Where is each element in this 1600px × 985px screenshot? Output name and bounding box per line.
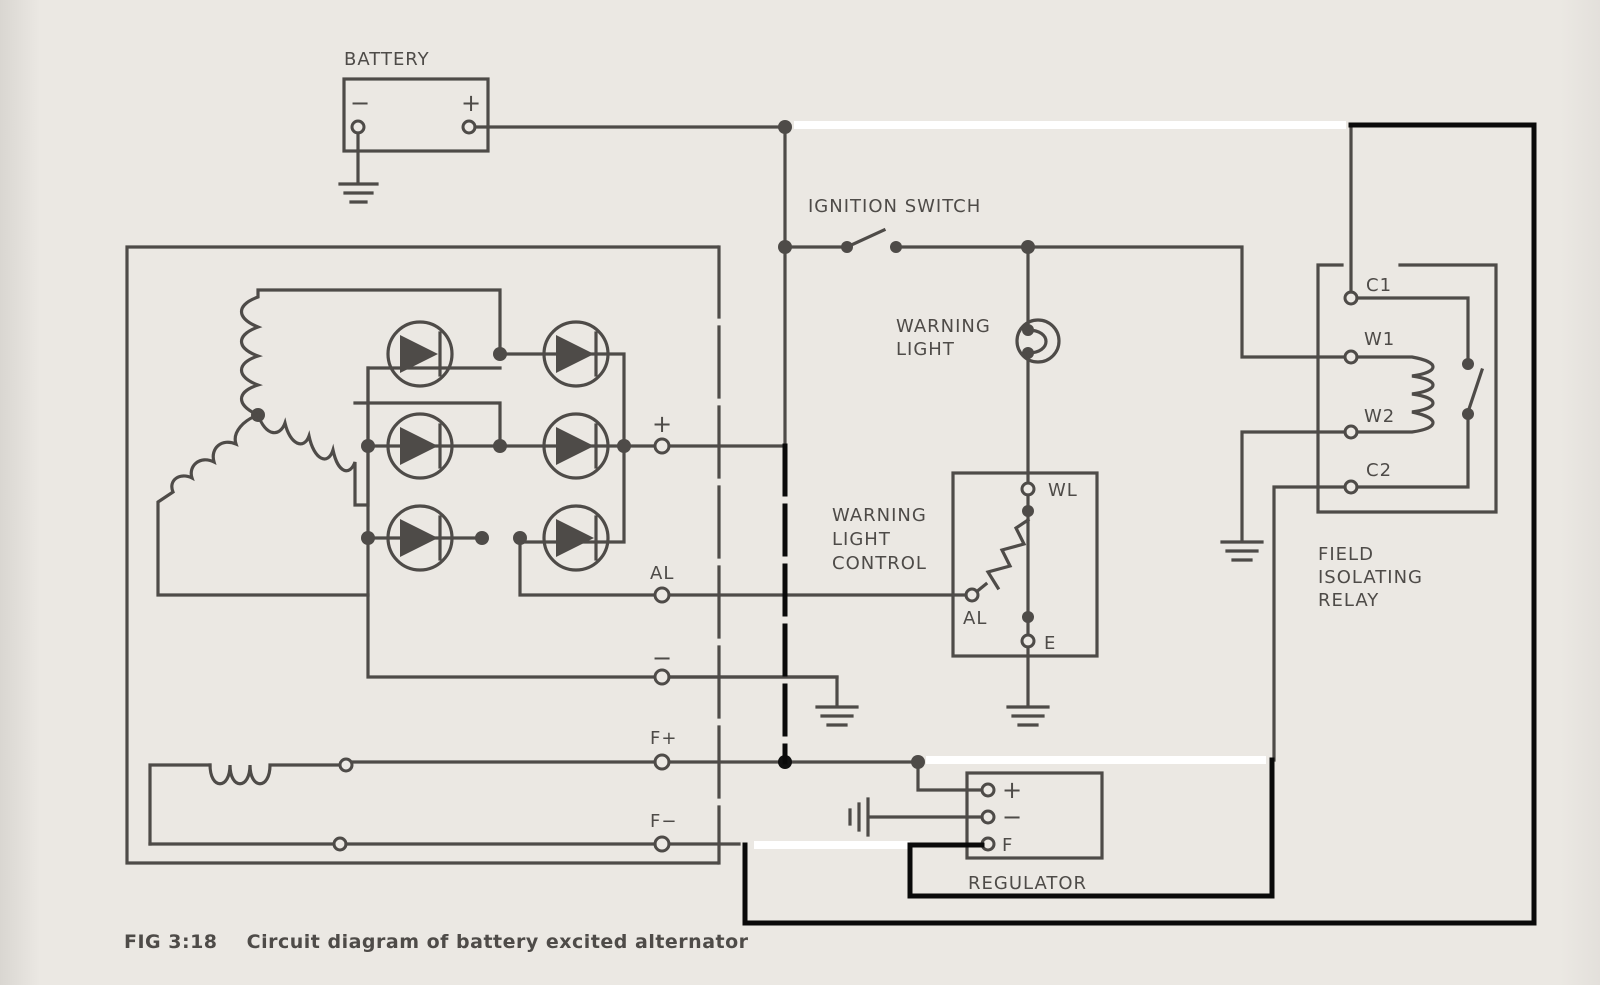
- warning-light-control: WL AL E WARNING LIGHT CONTROL: [832, 471, 1099, 727]
- alternator-minus-terminal: [653, 668, 671, 686]
- diode-icon: [542, 504, 610, 572]
- diode-icon: [386, 412, 454, 480]
- wlc-e-terminal: [1020, 633, 1036, 649]
- w2-ground-wire: [1240, 430, 1347, 542]
- relay-c2-label: C2: [1366, 460, 1392, 481]
- battery-positive-terminal: [461, 119, 477, 135]
- junction-dot: [778, 120, 792, 134]
- alternator-al-label: AL: [650, 563, 674, 584]
- alternator-fplus-terminal: [653, 753, 671, 771]
- relay-w1-label: W1: [1364, 329, 1395, 350]
- wlc-al-label: AL: [963, 608, 987, 629]
- battery-negative-terminal: [350, 119, 366, 135]
- battery: BATTERY − +: [338, 49, 490, 204]
- diode-icon: [542, 320, 610, 388]
- battery-negative-label: −: [350, 89, 370, 117]
- ignition-switch-label: IGNITION SWITCH: [808, 196, 981, 217]
- relay-w1-terminal: [1343, 349, 1359, 365]
- battery-positive-label: +: [461, 89, 481, 117]
- figure-number: FIG 3:18: [124, 931, 218, 953]
- switch-blade: [844, 227, 887, 250]
- wlc-al-terminal: [964, 587, 980, 603]
- brush-icon: [332, 836, 348, 852]
- diode-icon: [386, 504, 454, 572]
- alternator-plus-label: +: [652, 410, 672, 438]
- brush-icon: [338, 757, 354, 773]
- battery-body: [342, 77, 490, 153]
- warning-light: WARNING LIGHT: [896, 245, 1061, 486]
- wlc-label-3: CONTROL: [832, 553, 927, 574]
- relay-c1-terminal: [1343, 290, 1359, 306]
- ground-icon: [338, 182, 379, 204]
- ground-icon: [848, 797, 870, 837]
- relay-contact: [1462, 358, 1474, 370]
- warning-light-label-1: WARNING: [896, 316, 991, 337]
- figure-title: Circuit diagram of battery excited alter…: [247, 931, 749, 953]
- field-coil-icon: [208, 763, 342, 786]
- relay-label-1: FIELD: [1318, 544, 1374, 565]
- alternator-minus-label: −: [652, 644, 672, 672]
- negative-bus: [366, 366, 839, 707]
- regulator-minus-terminal: [980, 809, 996, 825]
- figure-caption: FIG 3:18 Circuit diagram of battery exci…: [124, 931, 749, 953]
- wlc-e-label: E: [1044, 633, 1056, 654]
- junction-dot: [911, 755, 925, 769]
- added-black-wire: [742, 122, 1537, 926]
- alternator-fplus-label: F+: [650, 728, 677, 749]
- fplus-wire: [667, 760, 982, 792]
- regulator-f-label: F: [1002, 835, 1013, 856]
- relay-label-2: ISOLATING: [1318, 567, 1423, 588]
- relay-switch-blade: [1465, 367, 1485, 415]
- lamp-filament: [1026, 328, 1048, 355]
- ground-icon: [1006, 705, 1050, 727]
- regulator: + − F REGULATOR: [848, 771, 1104, 894]
- alternator-plus-terminal: [653, 437, 671, 455]
- stator-coil-3: [156, 412, 370, 597]
- wlc-wl-label: WL: [1048, 480, 1078, 501]
- wlc-label-1: WARNING: [832, 505, 927, 526]
- alternator-fminus-terminal: [653, 835, 671, 853]
- warning-lamp-icon: [1015, 318, 1061, 364]
- relay-outline: [1316, 263, 1498, 514]
- added-black-wire: [907, 757, 1275, 899]
- wlc-label-2: LIGHT: [832, 529, 891, 550]
- regulator-plus-terminal: [980, 782, 996, 798]
- battery-label: BATTERY: [344, 49, 430, 70]
- al-wire-internal: [518, 536, 662, 597]
- alternator-outline: [125, 245, 719, 865]
- alternator-al-terminal: [653, 586, 671, 604]
- relay-w2-terminal: [1343, 424, 1359, 440]
- relay-label-3: RELAY: [1318, 590, 1379, 611]
- relay-w2-label: W2: [1364, 406, 1395, 427]
- relay-coil-icon: [1355, 355, 1435, 434]
- field-isolating-relay: C1 W1 W2 C2 FIELD ISOLATING RELAY: [1220, 125, 1498, 762]
- diode-icon: [542, 412, 610, 480]
- ground-icon: [815, 705, 859, 727]
- ground-icon: [1220, 540, 1264, 562]
- modification-wiring: [742, 121, 1537, 926]
- alternator: + AL − F+ F−: [125, 245, 839, 865]
- c2-wire: [1272, 485, 1347, 762]
- ignition-to-w1-wire: [894, 245, 1347, 359]
- wlc-box: [951, 471, 1099, 658]
- regulator-minus-label: −: [1002, 803, 1022, 831]
- stator-coil-2: [255, 366, 502, 507]
- wlc-wl-terminal: [1020, 481, 1036, 497]
- diode-icon: [386, 320, 454, 388]
- regulator-plus-label: +: [1002, 776, 1022, 804]
- wlc-resistor-icon: [985, 517, 1031, 591]
- ignition-switch: IGNITION SWITCH: [783, 196, 1347, 359]
- warning-light-label-2: LIGHT: [896, 339, 955, 360]
- relay-c2-terminal: [1343, 479, 1359, 495]
- relay-c1-label: C1: [1366, 275, 1392, 296]
- alternator-fminus-label: F−: [650, 811, 677, 832]
- stator-coil-1: [239, 288, 502, 418]
- regulator-label: REGULATOR: [968, 873, 1087, 894]
